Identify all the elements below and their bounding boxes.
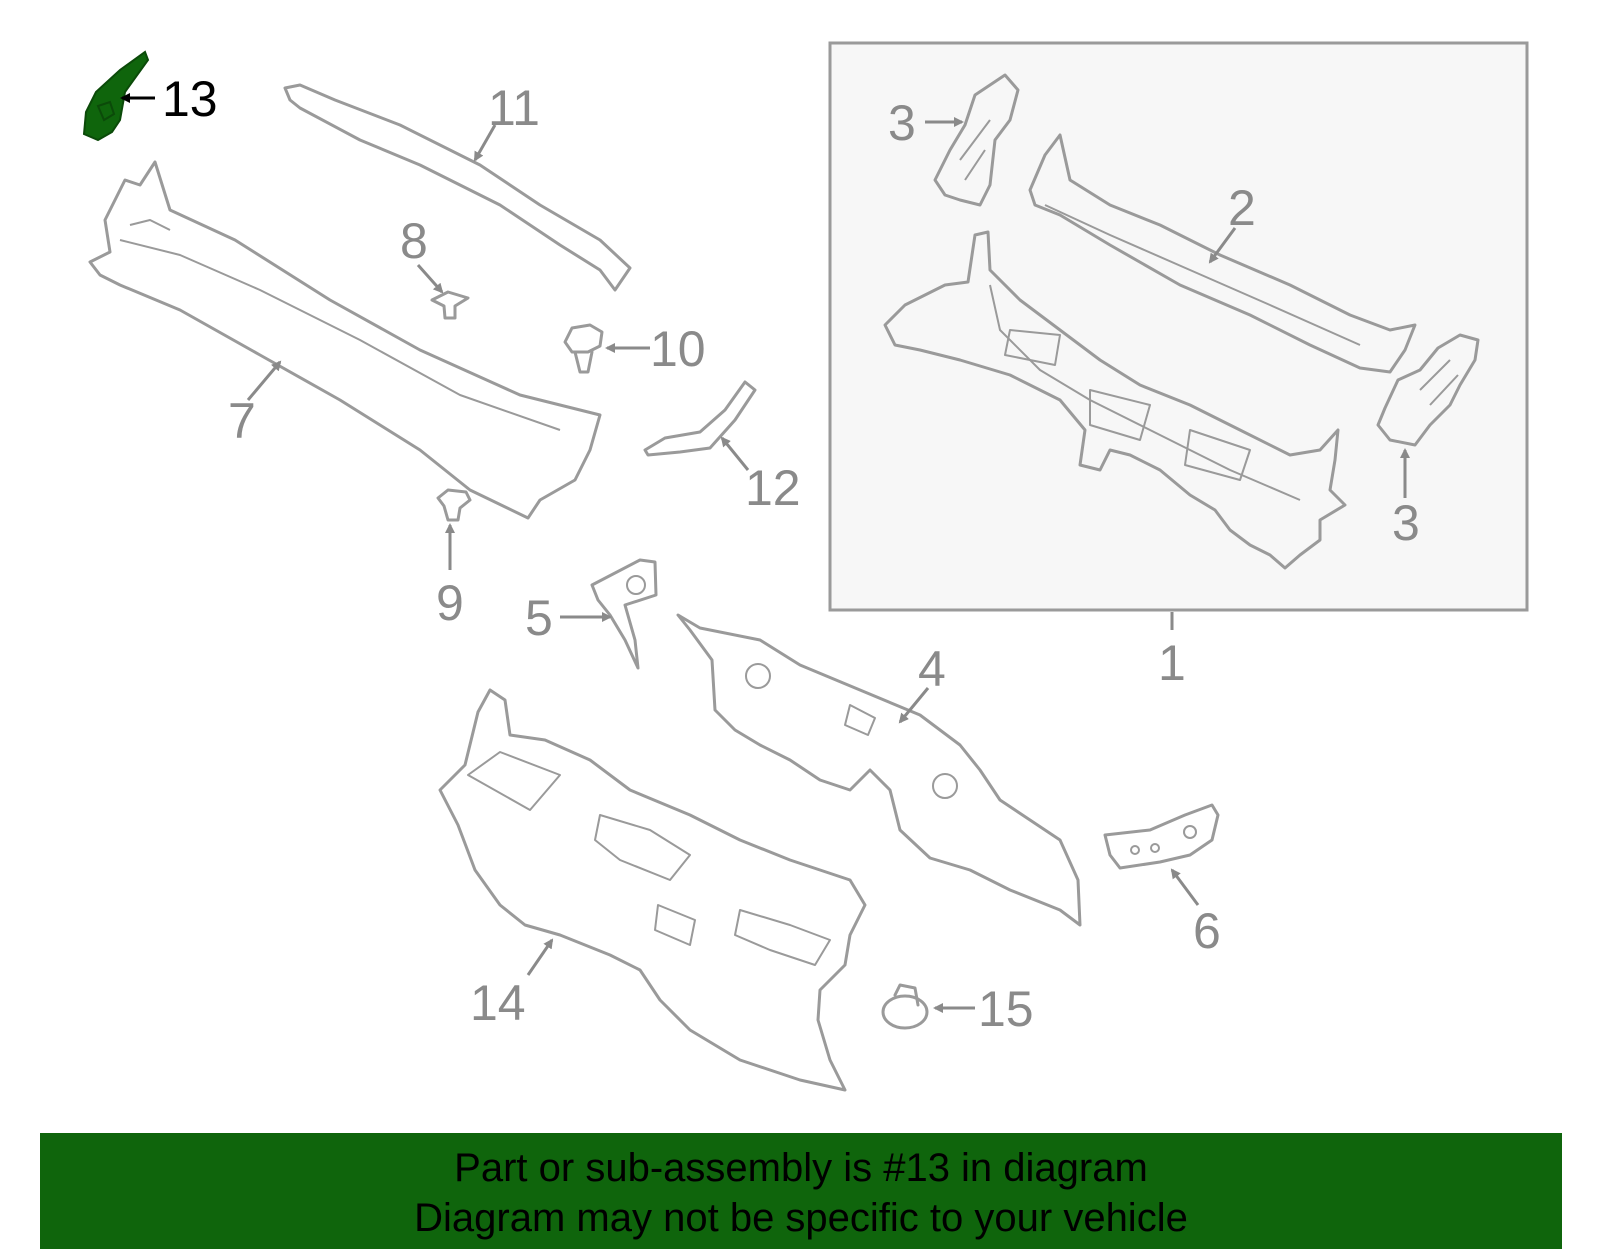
part-1-cowl-assembly[interactable] [883,230,1347,570]
part-5-hole [626,575,646,595]
part-3-lower-bracket[interactable] [1376,333,1480,447]
callout-15-label: 15 [978,981,1034,1037]
callout-3b-label: 3 [1392,495,1420,551]
callout-4-label: 4 [918,641,946,697]
callout-1-label: 1 [1158,635,1186,691]
part-14-pad-4 [654,904,696,946]
callout-12-label: 12 [745,460,801,516]
part-6-bracket[interactable] [1103,803,1220,870]
part-6-hole-1 [1130,845,1140,855]
callout-4-arrow [898,687,930,724]
callout-7-label: 7 [228,393,256,449]
callout-8-arrow [416,264,444,294]
part-11-seal-strip[interactable] [283,83,632,292]
callout-2-label: 2 [1228,180,1256,236]
part-4-hole-1 [745,663,771,689]
part-3-upper-detail [959,119,991,181]
part-3-upper-bracket[interactable] [933,73,1020,207]
callout-11-arrow [473,124,497,162]
callout-3a-label: 3 [888,95,916,151]
part-4-dash-insulator[interactable] [676,613,1082,927]
part-1-pad-1 [1004,329,1061,366]
part-7-detail [129,219,171,231]
part-9-clip[interactable] [436,488,472,522]
subassembly-box [828,41,1529,612]
part-7-inner-line [119,239,561,431]
info-banner: Part or sub-assembly is #13 in diagram D… [40,1133,1562,1249]
callout-8-label: 8 [400,213,428,269]
callout-13-label: 13 [162,71,218,127]
part-14-dash-insulator-large[interactable] [438,688,867,1092]
part-1-pad-2 [1089,389,1151,441]
parts-diagram: 13 11 8 10 7 12 9 5 4 1 6 14 15 3 2 3 [82,41,1529,1092]
part-2-inner-line [1044,204,1361,346]
callout-5-label: 5 [525,590,553,646]
part-14-pad-1 [467,751,561,811]
part-12-bracket[interactable] [643,380,757,457]
part-14-pad-2 [594,814,691,881]
callout-7-arrow [246,360,282,401]
part-1-inner-line [989,284,1301,501]
callout-12-arrow [720,436,750,471]
part-15-grommet[interactable] [881,983,929,1030]
banner-line-1: Part or sub-assembly is #13 in diagram [454,1146,1148,1190]
callout-6-label: 6 [1193,903,1221,959]
callout-9-label: 9 [436,575,464,631]
part-7-cowl-top-panel[interactable] [88,160,602,520]
callout-14-label: 14 [470,975,526,1031]
callout-2-arrow [1208,227,1237,264]
part-14-pad-3 [734,909,831,966]
callout-14-arrow [526,938,554,976]
callout-6-arrow [1170,868,1200,906]
part-13-highlighted[interactable] [82,50,150,142]
part-8-clip[interactable] [430,290,470,320]
callout-10-label: 10 [650,321,706,377]
banner-line-2: Diagram may not be specific to your vehi… [414,1196,1188,1240]
part-2-cowl-inner[interactable] [1028,133,1417,374]
part-4-detail [844,704,876,736]
part-6-hole-3 [1183,825,1197,839]
part-3-lower-detail [1419,359,1459,406]
callout-11-label: 11 [488,80,540,136]
part-1-pad-3 [1184,429,1251,481]
part-6-hole-2 [1150,843,1160,853]
part-5-bracket[interactable] [590,558,658,670]
part-4-hole-2 [932,773,958,799]
part-10-push-pin[interactable] [563,323,604,374]
